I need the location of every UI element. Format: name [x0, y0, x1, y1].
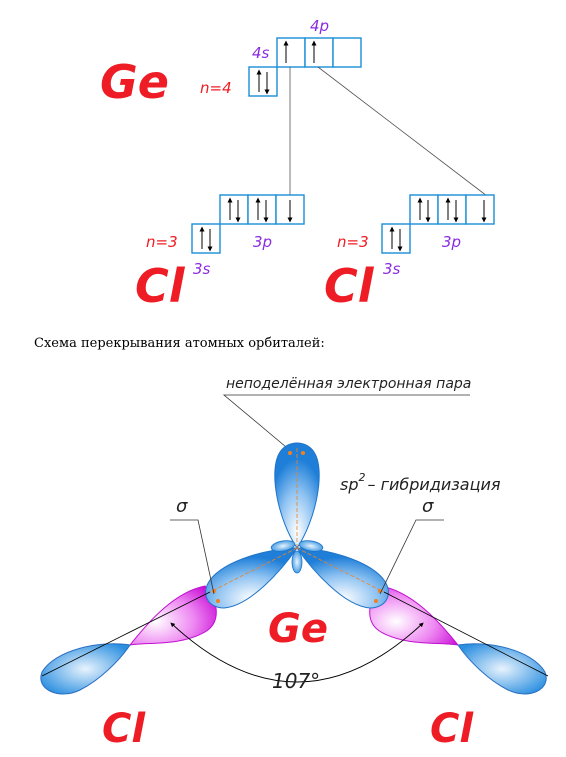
hybridization-sup: 2: [359, 471, 366, 484]
ge-4p-cell-1: [276, 37, 306, 68]
cl-right-3p-cell-2: [437, 194, 467, 225]
ge-symbol-bottom: Ge: [268, 606, 328, 652]
ge-back-lobe-2: [298, 540, 324, 552]
lone-pair-electron-1: [288, 451, 292, 455]
axis-right: [296, 547, 385, 593]
cl-left-3p-cell-2: [247, 194, 277, 225]
cl-right-n-label: n=3: [337, 233, 369, 251]
hybridization-rest: – гибридизация: [368, 475, 501, 494]
bond-electron-right-2: [374, 599, 378, 603]
cl-left-3p-cell-1: [219, 194, 249, 225]
cl-right-3p-cell-1: [409, 194, 439, 225]
cl-left-3s-label: 3s: [193, 260, 211, 278]
cl-right-large-lobe: [369, 585, 460, 646]
sigma-left-label: σ: [176, 496, 188, 517]
cl-left-3p-label: 3p: [253, 233, 272, 251]
cl-right-3p-cell-3: [465, 194, 495, 225]
cl-right-3s-cell: [381, 223, 411, 254]
ge-n-label: n=4: [200, 79, 232, 97]
ge-4s-cell: [248, 66, 278, 97]
hybridization-base: sp: [340, 475, 359, 494]
cl-right-3s-label: 3s: [383, 260, 401, 278]
lone-pair-leader: [222, 394, 470, 453]
cl-left-symbol-bottom: Cl: [102, 706, 146, 752]
sigma-right-label: σ: [422, 496, 434, 517]
cl-right-small-lobe: [457, 643, 547, 695]
lone-pair-electron-2: [301, 451, 305, 455]
lone-pair-label: неподелённая электронная пара: [226, 376, 471, 392]
ge-lone-pair-lobe: [274, 442, 320, 549]
cl-right-configuration: Cl n=3 3s 3p: [324, 194, 495, 313]
cl-right-symbol-top: Cl: [324, 259, 375, 313]
caption-text: Схема перекрывания атомных орбиталей:: [34, 336, 325, 351]
cl-left-small-lobe: [40, 643, 131, 695]
cl-left-configuration: Cl n=3 3s 3p: [135, 194, 305, 313]
bond-angle-arc: [170, 622, 424, 683]
bond-angle-label: 107°: [272, 669, 320, 693]
bond-line-right: [317, 66, 488, 197]
ge-left-hybrid-lobe: [205, 547, 298, 609]
ge-configuration: Ge n=4 4s 4p: [100, 17, 362, 109]
sigma-right-leader: [379, 519, 444, 595]
axis-left: [209, 547, 298, 593]
sigma-left-leader: [170, 519, 215, 595]
ge-4s-label: 4s: [252, 44, 270, 62]
ge-4p-cell-2: [304, 37, 334, 68]
cl-left-large-lobe: [128, 585, 217, 646]
ge-right-hybrid-lobe: [296, 547, 389, 609]
ge-symbol-top: Ge: [100, 55, 169, 109]
ge-back-lobe-1: [270, 540, 296, 552]
ge-back-lobe-3: [291, 550, 303, 574]
cl-left-symbol-top: Cl: [135, 259, 186, 313]
cl-left-3s-cell: [191, 223, 221, 254]
hybridization-label: sp2– гибридизация: [340, 471, 501, 494]
ge-4p-label: 4p: [310, 17, 329, 35]
cl-right-3p-label: 3p: [442, 233, 461, 251]
bond-electron-left-2: [216, 599, 220, 603]
ge-4p-cell-3: [332, 37, 362, 68]
cl-right-symbol-bottom: Cl: [430, 706, 474, 752]
cl-left-axis: [41, 591, 211, 677]
cl-left-n-label: n=3: [146, 233, 178, 251]
orbital-overlap-diagram: неподелённая электронная пара σ σ: [40, 376, 549, 752]
cl-right-axis: [383, 591, 549, 677]
